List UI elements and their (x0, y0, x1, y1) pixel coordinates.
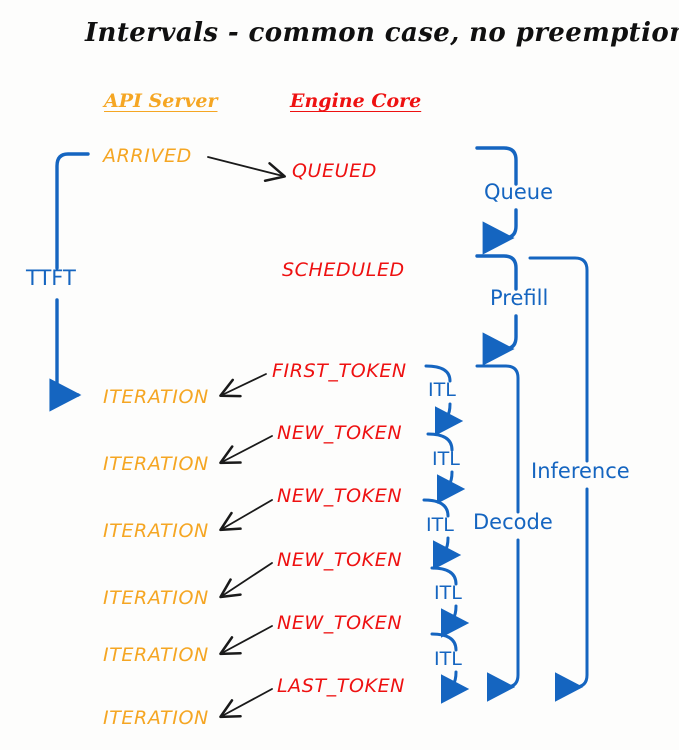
state-iteration-4: ITERATION (103, 587, 209, 609)
state-new-token-2: NEW_TOKEN (277, 485, 403, 507)
state-first-token: FIRST_TOKEN (272, 360, 407, 382)
state-new-token-3: NEW_TOKEN (277, 549, 403, 571)
interval-label-itl-1: ITL (428, 379, 456, 401)
interval-label-prefill: Prefill (490, 286, 549, 310)
column-header-api-server: API Server (104, 90, 218, 112)
interval-label-itl-5: ITL (434, 648, 462, 670)
state-new-token-4: NEW_TOKEN (277, 612, 403, 634)
arrow-last-token-to-iteration (219, 688, 273, 719)
state-last-token: LAST_TOKEN (277, 675, 405, 697)
interval-label-ttft: TTFT (26, 266, 76, 290)
arrow-new-token-to-iteration-1 (219, 435, 273, 465)
interval-label-itl-4: ITL (434, 582, 462, 604)
interval-label-inference: Inference (531, 459, 630, 483)
arrow-new-token-to-iteration-3 (219, 562, 273, 599)
interval-label-decode: Decode (473, 510, 553, 534)
state-iteration-1: ITERATION (103, 386, 209, 408)
state-scheduled: SCHEDULED (282, 259, 405, 281)
state-iteration-6: ITERATION (103, 707, 209, 729)
state-arrived: ARRIVED (103, 145, 192, 167)
state-iteration-5: ITERATION (103, 644, 209, 666)
diagram-title: Intervals - common case, no preemptions (85, 18, 679, 48)
state-iteration-2: ITERATION (103, 453, 209, 475)
interval-label-itl-2: ITL (432, 448, 460, 470)
state-iteration-3: ITERATION (103, 520, 209, 542)
arrow-first-token-to-iteration (219, 373, 267, 398)
arrow-new-token-to-iteration-4 (219, 625, 273, 656)
state-queued: QUEUED (292, 160, 378, 182)
column-header-engine-core: Engine Core (290, 90, 422, 112)
arrow-new-token-to-iteration-2 (219, 499, 273, 532)
arrow-arrived-to-queued (207, 156, 287, 183)
interval-label-queue: Queue (484, 180, 553, 204)
state-new-token-1: NEW_TOKEN (277, 422, 403, 444)
interval-label-itl-3: ITL (426, 514, 454, 536)
